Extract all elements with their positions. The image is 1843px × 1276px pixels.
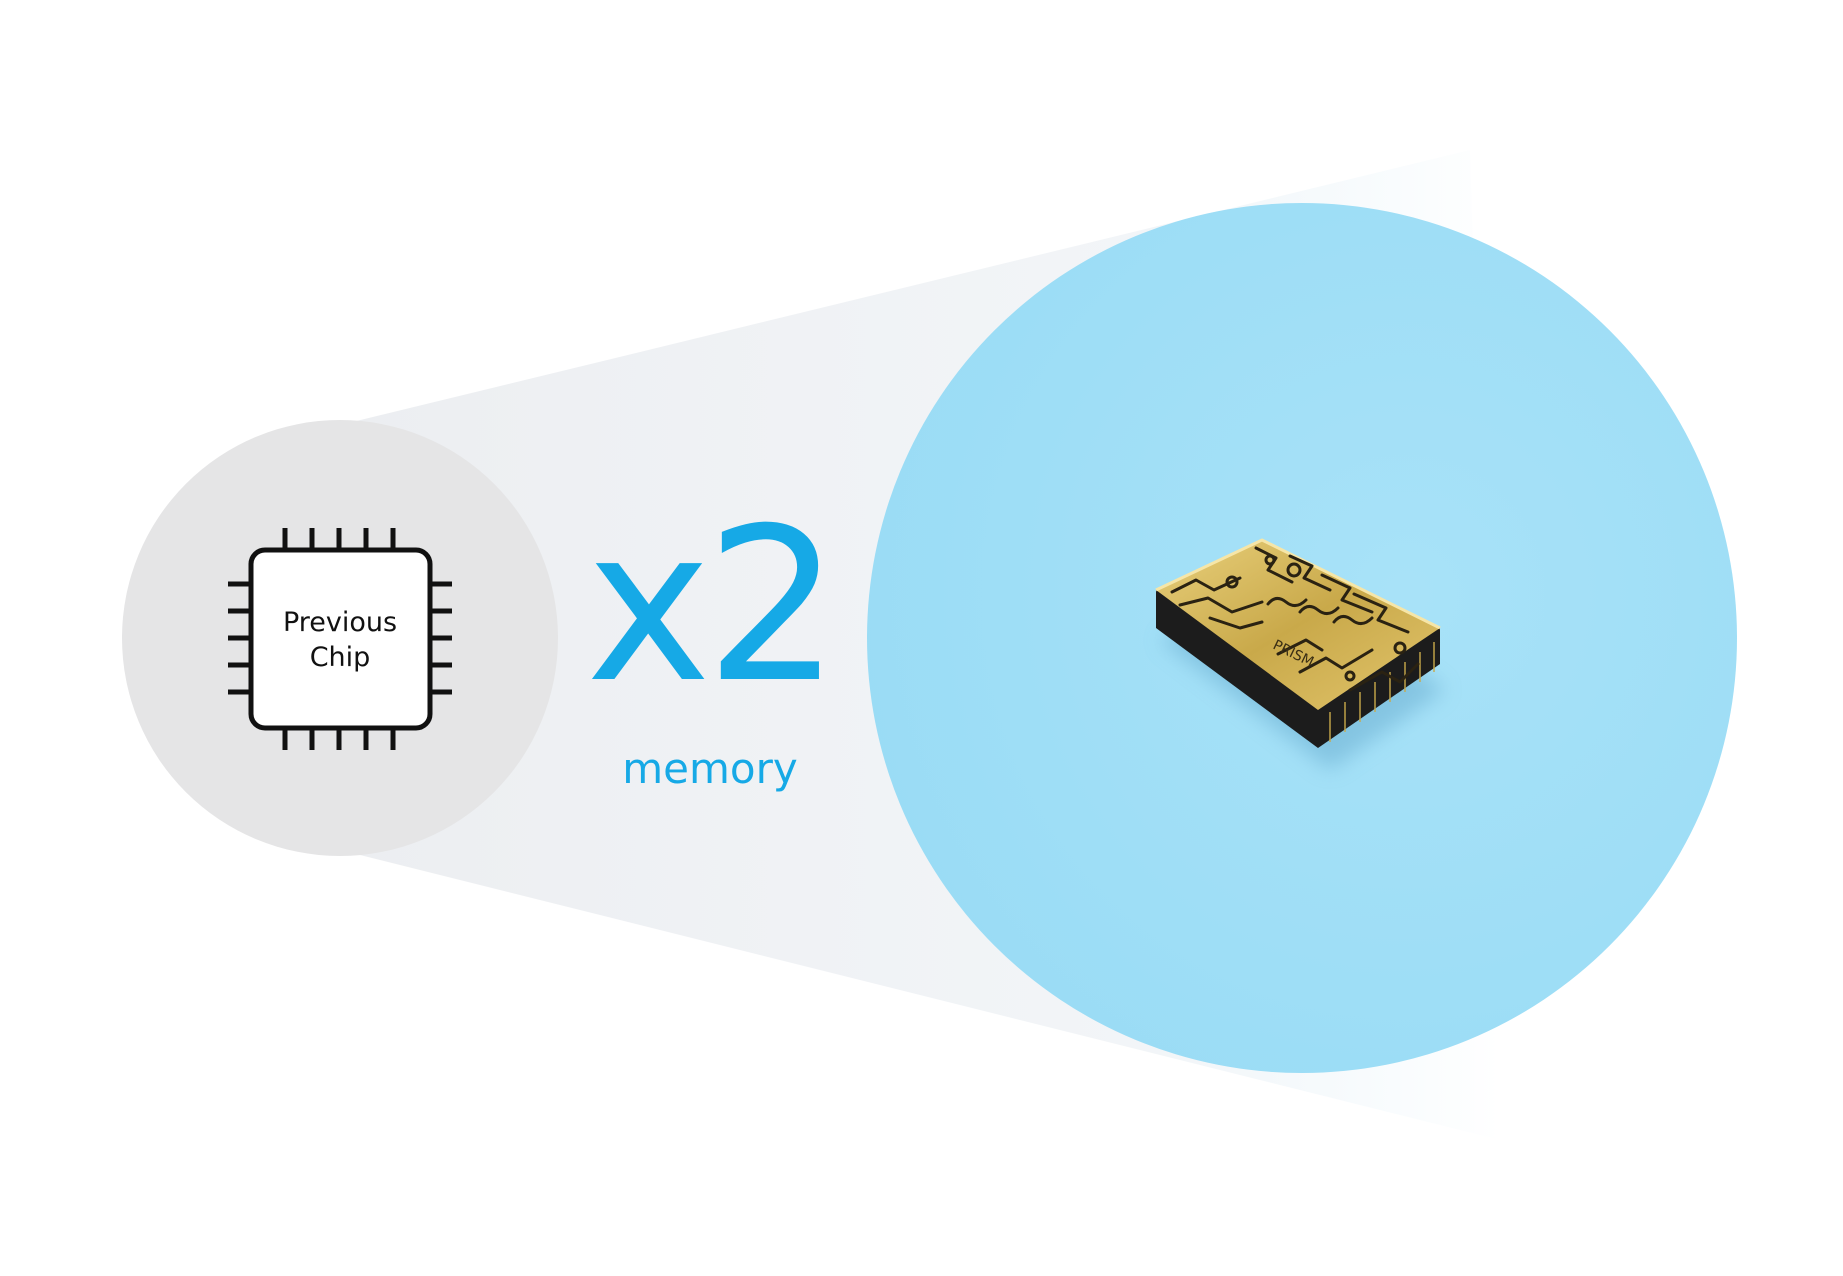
- gold-circuit-chip-icon: PRISM: [1155, 538, 1445, 770]
- memory-multiplier: x2: [585, 482, 840, 729]
- memory-caption: memory: [622, 744, 798, 793]
- cpu-chip-outline-icon: [228, 528, 452, 750]
- previous-chip-label-line1: Previous: [283, 607, 397, 638]
- previous-chip-label-line2: Chip: [310, 642, 371, 673]
